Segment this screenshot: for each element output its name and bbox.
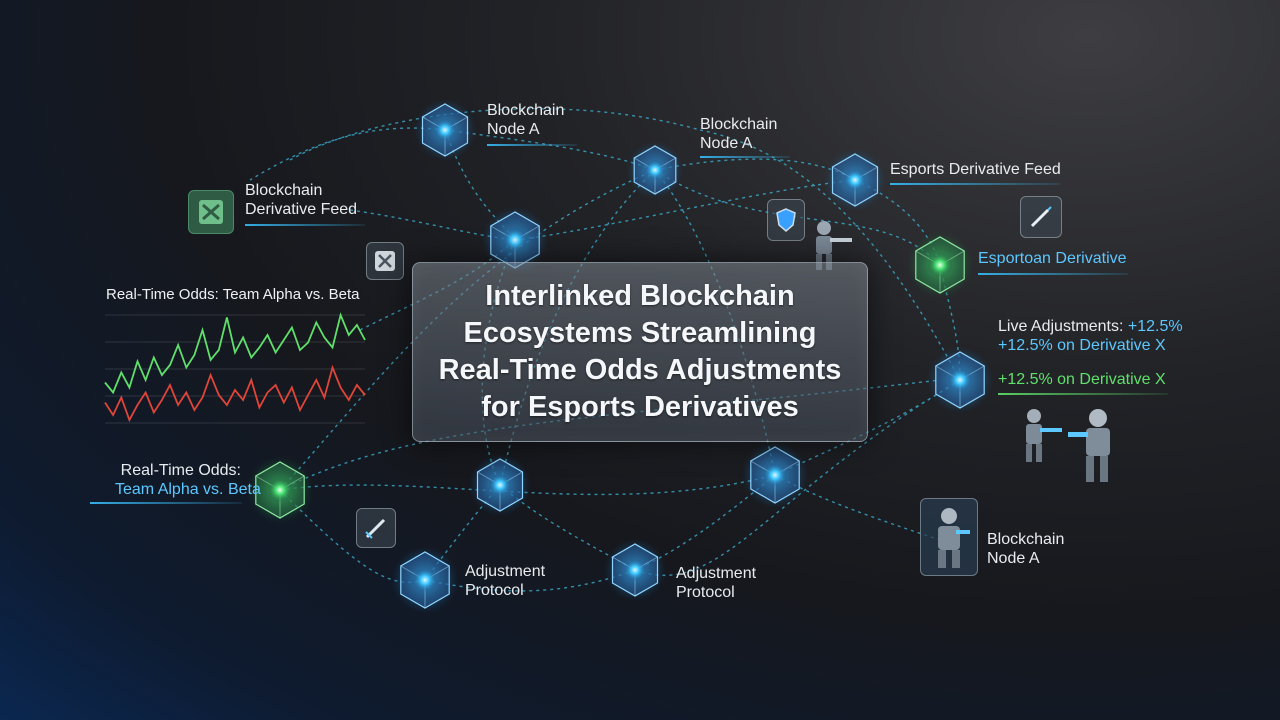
blockchain-node-cube [626,141,684,199]
esportoan-label: Esportoan Derivative [978,250,1127,267]
adjustment-protocol-label-2: Adjustment Protocol [676,565,757,601]
blockchain-node-cube [926,346,994,414]
odds-line-chart [104,312,366,424]
label-underline [700,156,790,158]
blockchain-node-cube [823,148,887,212]
label-underline [978,273,1128,275]
odds-series-line-red [104,364,366,423]
label-underline [890,183,1060,185]
live-adjustments-label: Live Adjustments: +12.5% +12.5% on Deriv… [998,318,1183,354]
derivative-x-label: +12.5% on Derivative X [998,371,1166,388]
node-a-label-top: Blockchain Node A [487,102,565,138]
odds-series-line-green [104,312,366,395]
game-logo-icon [366,242,404,280]
protocol-node-cube [391,546,459,614]
sword-icon [1020,196,1062,238]
odds-chart-title: Real-Time Odds: Team Alpha vs. Beta [106,286,360,303]
odds-node-cube [246,456,314,524]
label-underline [998,393,1168,395]
bc-feed-label: Blockchain Derivative Feed [245,182,358,218]
adjustment-protocol-label-1: Adjustment Protocol [465,563,546,599]
page-title: Interlinked Blockchain Ecosystems Stream… [438,280,842,423]
blockchain-node-cube [481,206,549,274]
esports-feed-label: Esports Derivative Feed [890,161,1061,178]
blockchain-node-cube [468,453,532,517]
odds-left-label: Real-Time Odds: Team Alpha vs. Beta [115,462,261,498]
derivative-node-cube [906,231,974,299]
label-underline [90,502,242,504]
label-underline [487,144,577,146]
soldier-figure-icon [1068,409,1110,482]
sword-icon [356,508,396,548]
blockchain-node-cube [741,441,809,509]
node-a-label-mid: Blockchain Node A [700,116,778,152]
label-underline [245,224,365,226]
game-logo-icon [188,190,234,234]
node-a-label-bottom: Blockchain Node A [987,531,1065,567]
soldier-figure-icon [1026,409,1062,462]
blockchain-node-cube [413,98,477,162]
protocol-node-cube [603,538,667,602]
title-card: Interlinked Blockchain Ecosystems Stream… [412,262,868,442]
soldier-figure-icon [920,498,978,576]
shield-icon [767,199,805,241]
